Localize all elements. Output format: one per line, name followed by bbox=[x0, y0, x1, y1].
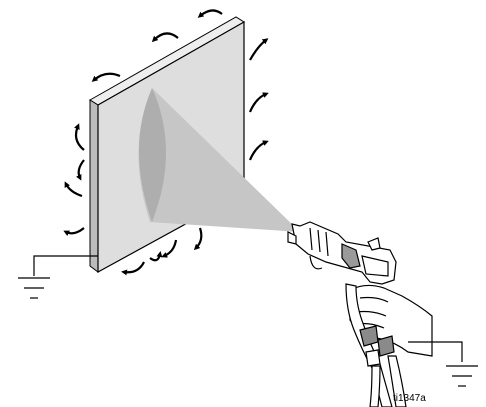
spray-gun bbox=[288, 222, 396, 284]
curved-arrow-icon bbox=[250, 142, 266, 160]
curved-arrow-icon bbox=[124, 262, 144, 272]
curved-arrow-icon bbox=[66, 228, 84, 233]
curved-arrow-icon bbox=[200, 10, 222, 16]
curved-arrow-icon bbox=[79, 160, 84, 178]
figure-id-label: ti1347a bbox=[393, 393, 426, 404]
curved-arrow-icon bbox=[250, 40, 266, 60]
curved-arrow-icon bbox=[94, 74, 120, 80]
curved-arrow-icon bbox=[154, 33, 178, 40]
curved-arrow-icon bbox=[150, 254, 160, 260]
curved-arrow-icon bbox=[164, 240, 176, 256]
curved-arrow-icon bbox=[76, 126, 84, 150]
curved-arrow-icon bbox=[66, 184, 82, 196]
curved-arrow-icon bbox=[196, 228, 201, 248]
curved-arrow-icon bbox=[250, 94, 266, 112]
panel-ground-symbol bbox=[18, 256, 98, 298]
